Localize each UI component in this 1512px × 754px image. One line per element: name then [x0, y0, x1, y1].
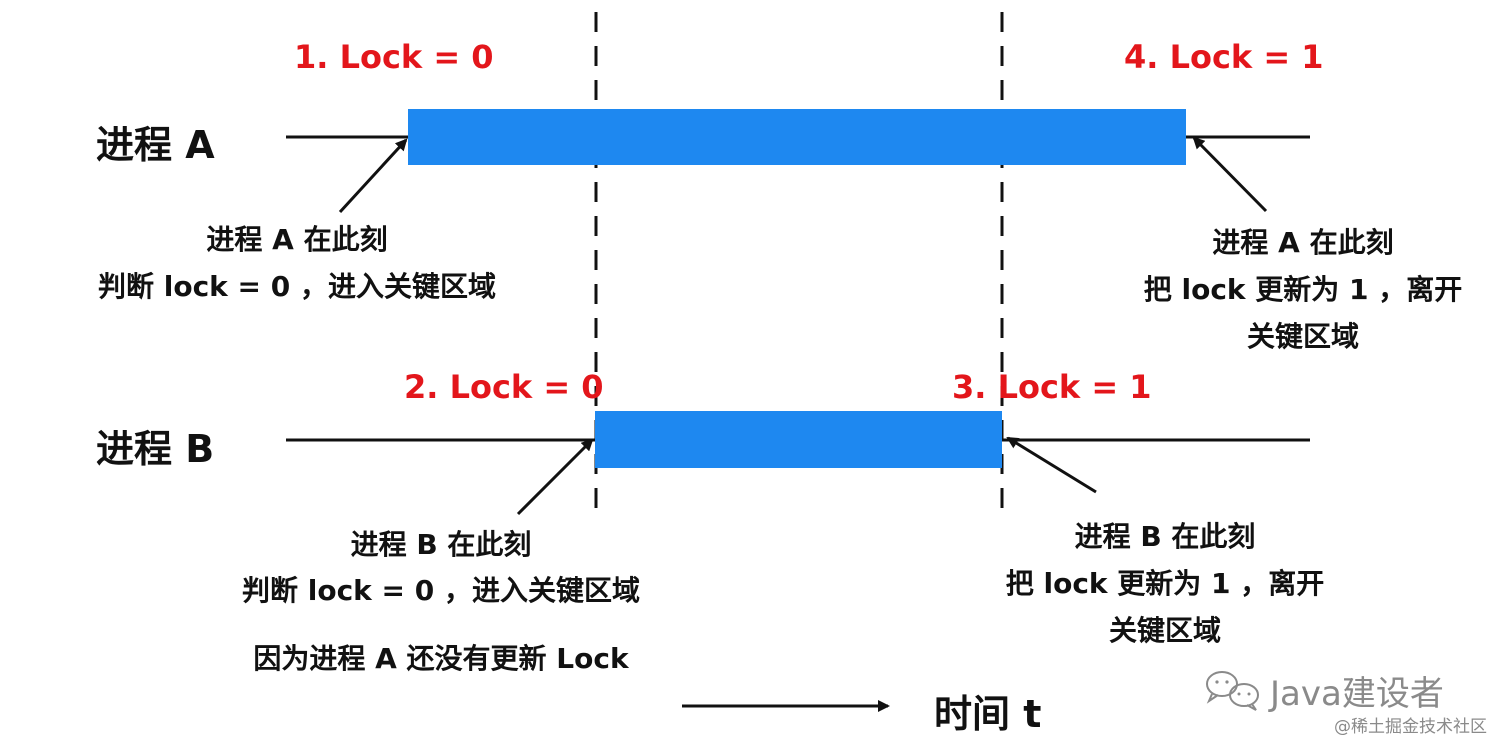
time-axis-label: 时间 t [934, 692, 1042, 736]
note-line: 进程 A 在此刻 [1212, 226, 1394, 259]
note-line: 因为进程 A 还没有更新 Lock [253, 642, 629, 675]
note-line: 关键区域 [1246, 320, 1359, 353]
note-line: 判断 lock = 0 ，进入关键区域 [98, 270, 496, 303]
note-line: 关键区域 [1108, 614, 1221, 647]
process-b-label: 进程 B [96, 427, 215, 471]
note-a-enter: 进程 A 在此刻 判断 lock = 0 ，进入关键区域 [60, 216, 534, 310]
note-line: 判断 lock = 0 ，进入关键区域 [242, 574, 640, 607]
event-4-label: 4. Lock = 1 [1124, 38, 1324, 76]
note-b-leave: 进程 B 在此刻 把 lock 更新为 1 ，离开 关键区域 [970, 513, 1360, 654]
arrow-a-leave [1192, 136, 1268, 213]
note-a-leave: 进程 A 在此刻 把 lock 更新为 1 ，离开 关键区域 [1108, 219, 1498, 360]
process-b-critical-section-bar [595, 411, 1002, 468]
watermark-channel: Java建设者 [1270, 674, 1444, 714]
note-line: 把 lock 更新为 1 ，离开 [1005, 567, 1325, 600]
note-b-enter: 进程 B 在此刻 判断 lock = 0 ，进入关键区域 因为进程 A 还没有更… [196, 522, 686, 682]
event-1-label: 1. Lock = 0 [294, 38, 494, 76]
arrow-b-leave [1006, 436, 1097, 494]
arrow-b-enter [516, 438, 594, 516]
arrow-a-enter [338, 138, 408, 214]
note-line: 把 lock 更新为 1 ，离开 [1143, 273, 1463, 306]
process-a-label: 进程 A [96, 123, 215, 167]
process-a-critical-section-bar [408, 109, 1186, 165]
wechat-icon [1206, 671, 1259, 711]
event-3-label: 3. Lock = 1 [952, 368, 1152, 406]
watermark-source: @稀土掘金技术社区 [1334, 717, 1487, 737]
note-line: 进程 A 在此刻 [206, 223, 388, 256]
note-line: 进程 B 在此刻 [350, 528, 532, 561]
note-line: 进程 B 在此刻 [1074, 520, 1256, 553]
event-2-label: 2. Lock = 0 [404, 368, 604, 406]
